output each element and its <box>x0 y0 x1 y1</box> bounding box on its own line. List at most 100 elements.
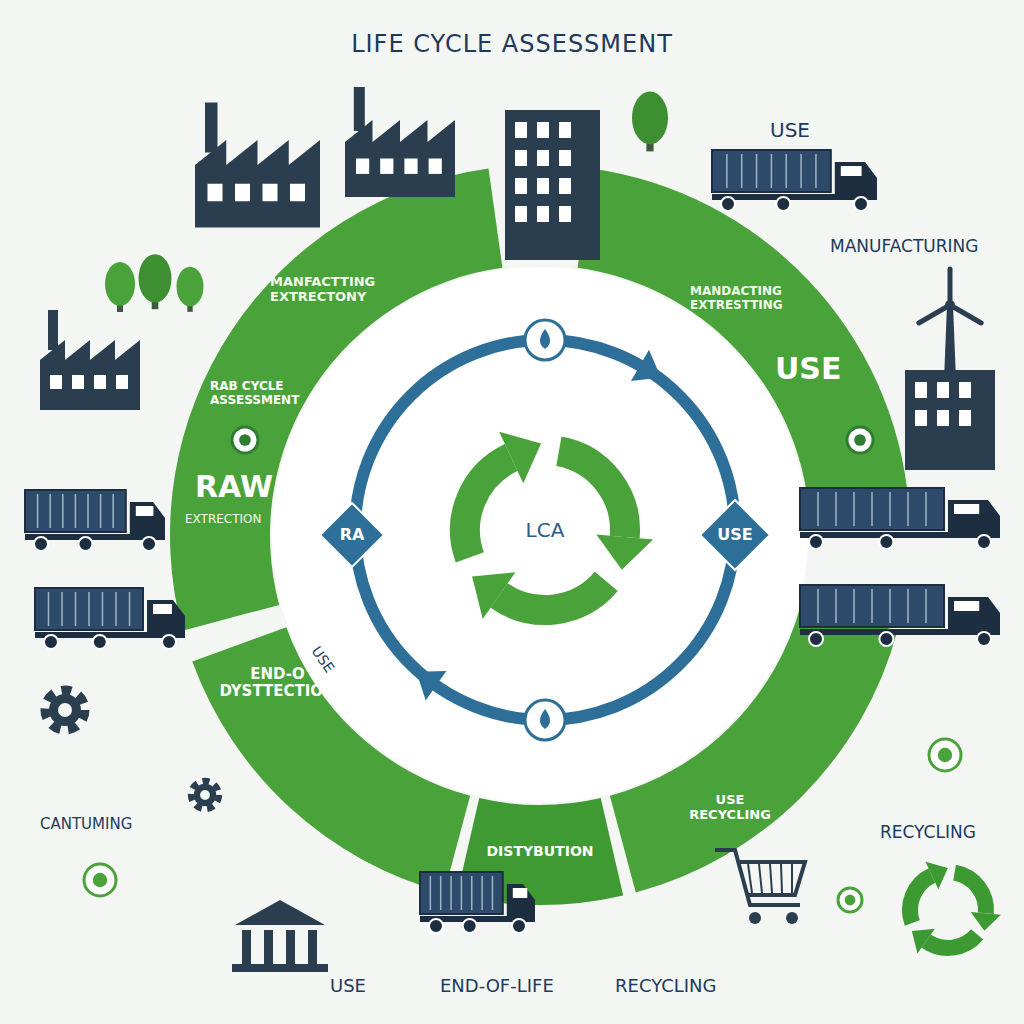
tree-icon <box>632 91 668 151</box>
container-rib <box>102 592 104 626</box>
gear-hole <box>58 703 72 717</box>
container-rib <box>62 494 64 528</box>
container-rib <box>853 492 855 526</box>
window <box>559 122 571 138</box>
stage-label-group: USE RECYCLING <box>675 788 785 828</box>
cart-wire <box>791 864 793 893</box>
window <box>356 159 369 174</box>
bank-icon <box>232 900 328 972</box>
container-rib <box>889 589 891 623</box>
cab <box>507 884 535 916</box>
cab <box>948 597 1000 629</box>
tree-icon <box>177 267 204 312</box>
decision-diamond: RA <box>320 503 384 567</box>
wheel <box>721 197 735 211</box>
container-rib <box>786 154 788 188</box>
chassis <box>800 532 1000 538</box>
badge-dot <box>93 873 107 887</box>
bank-column <box>264 930 273 964</box>
wheel <box>142 537 156 551</box>
truck-icon <box>35 588 185 649</box>
container-rib <box>771 154 773 188</box>
drop-ring <box>525 320 565 360</box>
container-rib <box>907 492 909 526</box>
drop-ring <box>525 700 565 740</box>
stage-band <box>610 605 898 893</box>
icon-badge <box>84 864 116 896</box>
stage-text: RA <box>320 526 384 544</box>
turbine-blade <box>919 305 950 323</box>
recycle-arc <box>465 457 511 557</box>
center-circle: LCA <box>510 495 580 565</box>
stage-caption: RECYCLING <box>880 822 976 842</box>
container-rib <box>112 494 114 528</box>
recycle-arc <box>926 934 977 948</box>
gear-icon <box>45 690 85 730</box>
drop <box>540 709 550 729</box>
crown <box>632 91 668 144</box>
turbine-tower <box>944 305 956 380</box>
turbine-blade <box>950 305 981 323</box>
window <box>515 150 527 166</box>
factory-body <box>195 140 320 228</box>
badge-ring <box>929 739 961 771</box>
truck-icon <box>800 585 1000 646</box>
recycle-arc <box>955 873 986 914</box>
window <box>537 122 549 138</box>
container-rib <box>450 876 452 910</box>
truck-icon <box>712 150 877 211</box>
cab <box>147 600 185 632</box>
container-rib <box>853 589 855 623</box>
bank-base <box>232 964 328 972</box>
container-rib <box>430 876 432 910</box>
container-rib <box>471 876 473 910</box>
recycle-head <box>926 862 948 890</box>
window <box>263 184 278 202</box>
window <box>959 382 971 398</box>
turbine-hub <box>945 300 955 310</box>
window <box>959 410 971 426</box>
badge-dot <box>938 748 952 762</box>
stage-text: USE RECYCLING <box>675 793 785 823</box>
window <box>429 159 442 174</box>
wheel <box>854 197 868 211</box>
cart-wheel <box>786 912 798 924</box>
stage-text: RAW <box>195 470 273 505</box>
wheel <box>809 632 823 646</box>
container-rib <box>925 589 927 623</box>
cycle-arrowhead <box>631 350 661 381</box>
window <box>404 159 417 174</box>
recycle-symbol <box>910 862 1001 954</box>
stage-text: DISTYBUTION <box>475 843 605 859</box>
gear-icon <box>191 781 219 809</box>
gear-hole <box>200 790 210 800</box>
stage-label-group: MANDACTING EXTRESTTINGUSE <box>690 280 850 395</box>
turbine-blade <box>948 269 953 305</box>
cab-window <box>136 506 154 516</box>
badge-dot <box>845 895 856 906</box>
cart-wheel <box>749 912 761 924</box>
icon-badge <box>838 888 862 912</box>
container-rib <box>756 154 758 188</box>
container-rib <box>115 592 117 626</box>
factory-body <box>40 340 140 410</box>
stage-label-group: DISTYBUTION <box>475 838 605 864</box>
stage-text: USE <box>775 352 841 387</box>
chassis <box>800 629 1000 635</box>
stage-caption: USE <box>330 975 366 996</box>
truck-icon <box>800 488 1000 549</box>
cab-window <box>153 604 172 614</box>
cab <box>835 162 877 194</box>
window <box>515 178 527 194</box>
container-rib <box>100 494 102 528</box>
gear-body <box>49 694 81 726</box>
inner-ground <box>272 267 808 803</box>
factory-icon <box>195 103 320 228</box>
cart-wire <box>748 864 752 893</box>
container <box>420 872 503 914</box>
container-rib <box>48 592 50 626</box>
cab-window <box>513 888 527 898</box>
container-rib <box>815 154 817 188</box>
recycle-arc <box>910 876 932 923</box>
